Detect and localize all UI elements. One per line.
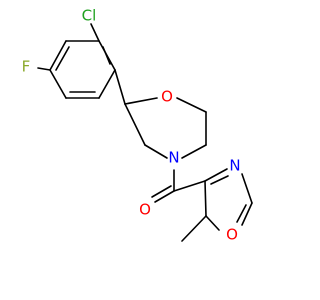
bond <box>241 173 253 204</box>
bond <box>114 69 126 105</box>
methyl-bond <box>181 215 207 242</box>
carbonyl-bond <box>154 190 175 203</box>
bond <box>98 69 116 99</box>
bond <box>205 215 220 231</box>
chemical-structure-diagram: Cl F O N O N O <box>22 7 253 244</box>
carbonyl-bond <box>151 185 172 198</box>
oxazole-oxygen-label: O <box>226 226 238 244</box>
chlorine-atom-label: Cl <box>82 7 97 25</box>
bond <box>173 180 206 192</box>
aromatic-bond <box>55 46 70 71</box>
bond <box>176 97 207 113</box>
bond <box>181 144 207 159</box>
fluorine-atom-label: F <box>22 58 31 76</box>
bond <box>241 202 253 226</box>
bond <box>49 69 67 99</box>
structure-canvas: Cl F O N O N O <box>22 7 253 244</box>
bond <box>144 144 168 159</box>
aromatic-bond <box>102 46 111 65</box>
bond <box>204 168 228 182</box>
bond <box>204 180 207 217</box>
bond-to-f <box>37 67 51 71</box>
aromatic-bond <box>210 175 229 185</box>
morpholine-oxygen-label: O <box>161 88 173 106</box>
bond <box>49 40 67 71</box>
morpholine-nitrogen-label: N <box>168 149 179 167</box>
carbonyl-oxygen-label: O <box>139 201 151 219</box>
oxazole-nitrogen-label: N <box>229 157 240 175</box>
bond <box>124 97 158 105</box>
aromatic-bond <box>236 204 247 223</box>
bond <box>124 103 146 146</box>
bond-to-cl <box>90 23 100 42</box>
